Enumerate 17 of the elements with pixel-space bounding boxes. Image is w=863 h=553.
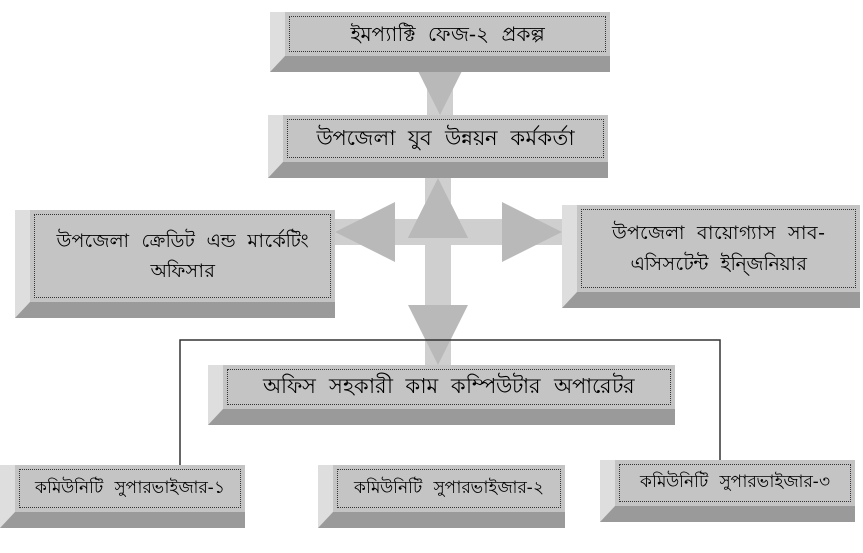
- box-label: কমিউনিটি সুপারভাইজার-২: [354, 476, 544, 500]
- box-label: উপজেলা ক্রেডিট এন্ড মার্কেটিং অফিসার: [55, 228, 310, 284]
- beveled-box: [270, 12, 610, 72]
- beveled-box: [268, 115, 608, 178]
- box-label: অফিস সহকারী কাম কম্পিউটার অপারেটর: [263, 372, 635, 400]
- connector-line: [179, 339, 721, 465]
- box-label: কমিউনিটি সুপারভাইজার-৩: [640, 470, 830, 494]
- box-label: উপজেলা বায়োগ্যাস সাব-এসিসটেন্ট ইন্জিনিয়ার: [610, 220, 826, 278]
- beveled-box: [318, 465, 565, 528]
- beveled-box: [15, 210, 335, 318]
- box-label: কমিউনিটি সুপারভাইজার-১: [35, 476, 225, 500]
- box-label: উপজেলা যুব উন্নয়ন কর্মকর্তা: [316, 124, 575, 152]
- beveled-box: [208, 365, 675, 425]
- beveled-box: [600, 460, 855, 522]
- beveled-box: [0, 465, 245, 528]
- beveled-box: [562, 205, 860, 308]
- box-label: ইমপ্যাক্টি ফেজ-২ প্রকল্প: [350, 21, 544, 48]
